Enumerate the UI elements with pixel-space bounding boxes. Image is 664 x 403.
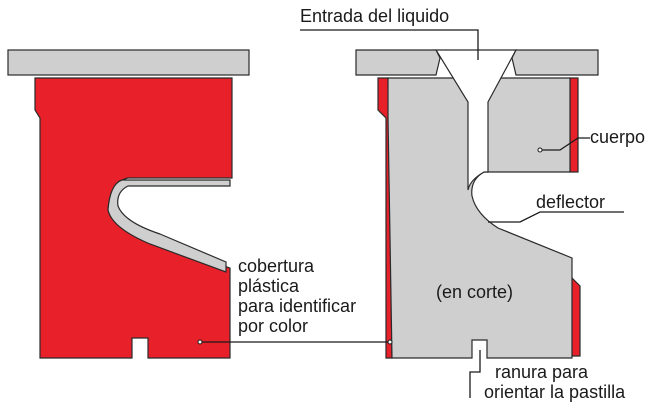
deflector-leader: [488, 211, 624, 223]
left-nozzle-exterior: [7, 49, 250, 359]
body-label: cuerpo: [590, 127, 645, 147]
body-leader: [540, 137, 590, 151]
leader-lines: [200, 29, 624, 398]
right-nozzle-section: [355, 49, 599, 359]
cover-label-line2: plástica: [238, 276, 300, 296]
body-dot: [537, 147, 543, 153]
cover-label-line1: cobertura: [238, 256, 315, 276]
cover-dot: [197, 339, 203, 345]
slot-leader: [469, 350, 481, 398]
inlet-leader: [300, 29, 479, 60]
left-plastic-cover: [34, 77, 233, 359]
slot-label-line2: orientar la pastilla: [484, 382, 626, 402]
leader-dots: [197, 147, 543, 345]
slot-label-line1: ranura para: [495, 362, 589, 382]
right-cover-right-strip-upper: [569, 77, 579, 173]
cover-dot-right: [387, 339, 393, 345]
deflector-label: deflector: [536, 192, 605, 212]
right-top-cap: [355, 49, 441, 76]
inlet-funnel: [434, 49, 518, 191]
left-top-cap: [7, 49, 250, 76]
cover-label-line3: para identificar: [238, 296, 356, 316]
left-deflector-groove: [107, 179, 231, 273]
section-label: (en corte): [436, 282, 513, 302]
inlet-label: Entrada del liquido: [300, 6, 449, 26]
right-top-cap-r: [511, 49, 599, 76]
cover-label-line4: por color: [238, 316, 308, 336]
